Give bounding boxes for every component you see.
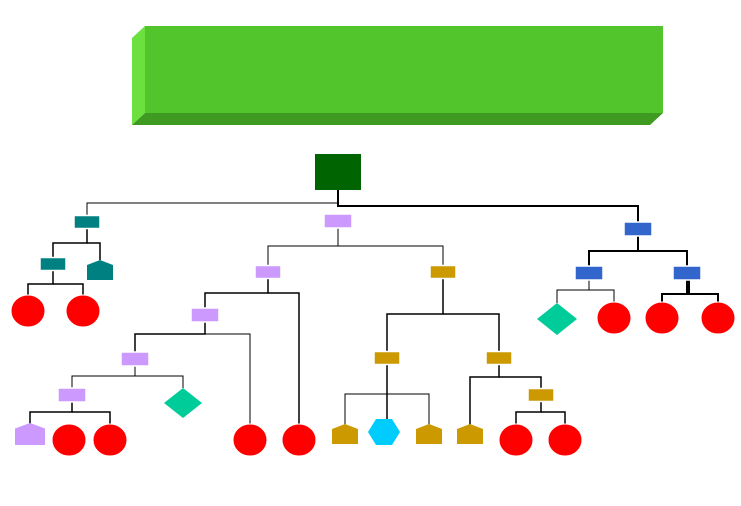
connector-line xyxy=(556,280,590,303)
connector-line xyxy=(344,393,430,425)
connector-line xyxy=(53,283,84,296)
gold-pentagon-node xyxy=(332,424,358,444)
connector-line xyxy=(52,228,88,258)
blue-branch-node xyxy=(623,221,653,237)
leaf-circle-node xyxy=(700,301,736,335)
gold-pentagon-node xyxy=(416,424,442,444)
teal-branch-node xyxy=(73,214,101,230)
leaf-circle-node xyxy=(232,423,268,457)
connector-line xyxy=(71,366,136,388)
leaf-circle-node xyxy=(498,423,534,457)
lavender-child-node xyxy=(254,264,282,280)
connector-line xyxy=(204,278,269,308)
lavender-pentagon-node xyxy=(15,423,45,445)
banner-left-bevel xyxy=(132,26,145,125)
gold-pentagon-node xyxy=(457,424,483,444)
connector-line xyxy=(267,228,339,265)
connector-line xyxy=(687,293,719,303)
connector-line xyxy=(638,250,688,266)
root-node xyxy=(315,154,361,190)
connector-line xyxy=(443,313,500,352)
lavender-child-node xyxy=(57,387,87,403)
diamond-node xyxy=(537,303,577,335)
title-banner xyxy=(132,26,663,125)
blue-child-node xyxy=(574,265,604,281)
gold-child-node xyxy=(373,350,401,366)
connector-line xyxy=(27,270,54,296)
lavender-branch-node xyxy=(323,213,353,229)
leaf-circle-node xyxy=(65,294,101,328)
connector-line xyxy=(87,242,101,260)
teal-pentagon-node xyxy=(87,260,113,280)
connector-line xyxy=(661,280,688,303)
blue-child-node xyxy=(672,265,702,281)
connector-line xyxy=(589,289,615,303)
gold-child-node xyxy=(527,387,555,403)
connector-line xyxy=(268,292,300,425)
leaf-circle-node xyxy=(92,423,128,457)
leaf-circle-node xyxy=(51,423,87,457)
connector-line xyxy=(337,190,639,222)
connector-line xyxy=(588,236,639,266)
connector-line xyxy=(515,401,542,425)
leaf-circle-node xyxy=(281,423,317,457)
connector-line xyxy=(499,376,542,388)
hexagon-node xyxy=(368,419,400,445)
teal-child-node xyxy=(39,256,67,272)
connector-line xyxy=(72,411,111,425)
gold-branch-node xyxy=(429,264,457,280)
gold-child-node xyxy=(485,350,513,366)
leaf-circle-node xyxy=(596,301,632,335)
connector-line xyxy=(135,375,184,388)
banner-bottom-bevel xyxy=(132,113,663,125)
connector-line xyxy=(469,365,500,425)
leaf-circle-node xyxy=(10,294,46,328)
connector-line xyxy=(29,401,73,425)
diagram-nodes xyxy=(10,154,736,457)
connector-line xyxy=(205,333,251,425)
connector-line xyxy=(86,190,339,216)
leaf-circle-node xyxy=(547,423,583,457)
lavender-child-node xyxy=(190,307,220,323)
connector-line xyxy=(338,245,444,265)
connector-lines xyxy=(27,190,719,425)
lavender-child-node xyxy=(120,351,150,367)
diamond-node xyxy=(164,388,202,418)
connector-line xyxy=(134,322,206,352)
banner-face xyxy=(145,26,663,113)
connector-line xyxy=(541,411,566,425)
connector-line xyxy=(386,278,444,352)
leaf-circle-node xyxy=(644,301,680,335)
